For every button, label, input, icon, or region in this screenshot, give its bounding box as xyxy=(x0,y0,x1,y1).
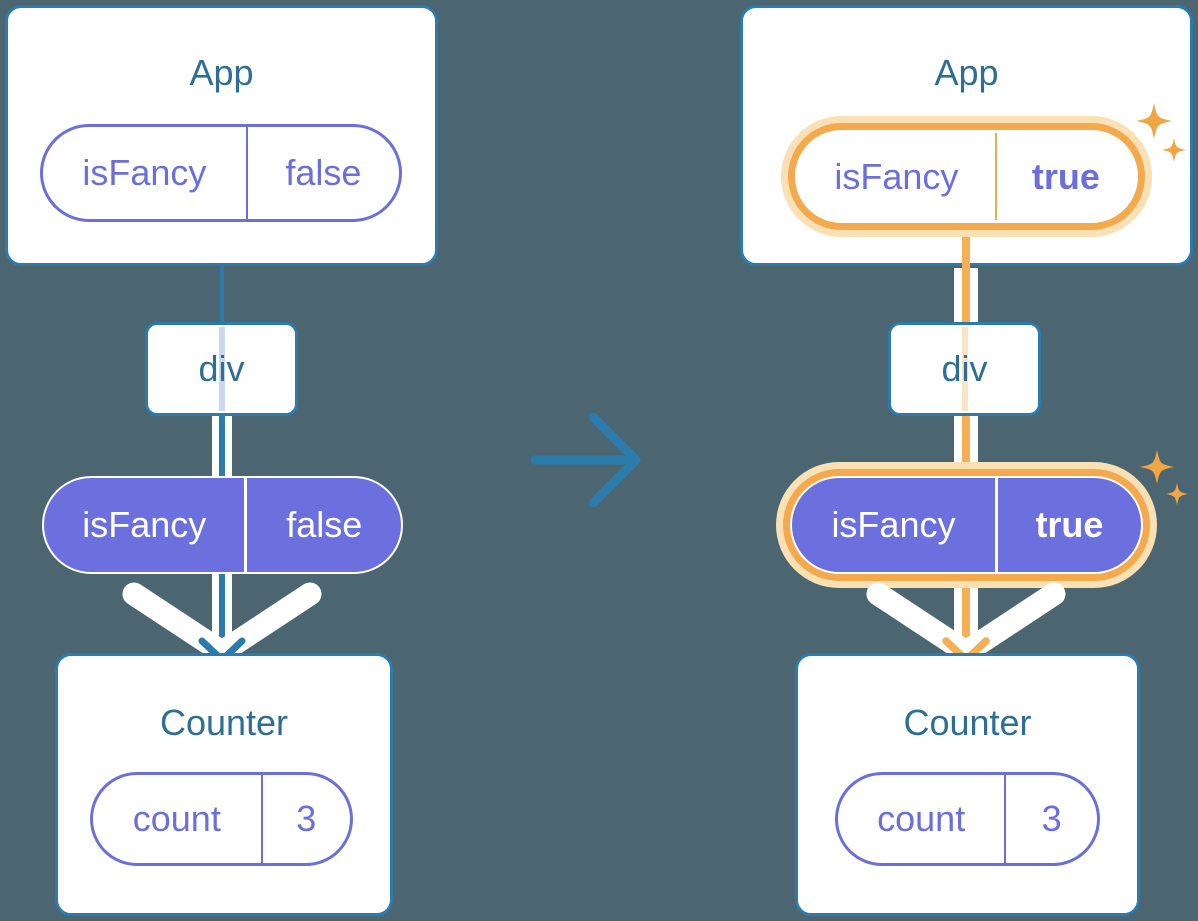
sparkle-icon xyxy=(1136,103,1186,162)
counter-title: Counter xyxy=(159,702,289,743)
prop-name: isFancy xyxy=(44,478,248,572)
double-line-connector xyxy=(225,570,232,642)
double-line-connector xyxy=(954,570,962,642)
state-value: 3 xyxy=(296,798,317,839)
connector-line xyxy=(219,416,225,480)
prop-name: isFancy xyxy=(792,478,998,572)
double-line-connector xyxy=(970,268,978,324)
div-box-before: div xyxy=(145,322,298,416)
double-line-connector xyxy=(212,570,219,642)
white-chevron-icon xyxy=(866,582,1066,664)
prop-value: true xyxy=(1031,155,1100,197)
double-line-connector xyxy=(212,416,219,480)
connector-line-highlighted xyxy=(962,416,970,480)
counter-title: Counter xyxy=(903,702,1032,743)
connector-line-highlighted xyxy=(962,570,970,650)
prop-value: false xyxy=(286,504,363,545)
div-label: div xyxy=(198,348,245,389)
app-title: App xyxy=(189,52,254,93)
connector-line-highlighted xyxy=(962,237,970,322)
state-value: 3 xyxy=(1041,798,1062,839)
sparkle-icon xyxy=(1140,450,1188,505)
counter-card-after: Counter count 3 xyxy=(795,653,1140,916)
div-label: div xyxy=(941,348,988,389)
state-pill: count 3 xyxy=(90,772,353,866)
double-line-connector xyxy=(225,416,232,480)
prop-value: false xyxy=(285,152,362,193)
prop-value: true xyxy=(1035,504,1104,545)
connector-line xyxy=(220,266,224,324)
state-pill: count 3 xyxy=(835,772,1100,866)
prop-pill-app: isFancy false xyxy=(40,124,402,222)
passed-prop-pill: isFancy false xyxy=(42,476,403,574)
prop-name: isFancy xyxy=(43,127,248,219)
state-name: count xyxy=(93,775,263,863)
pass-through-line xyxy=(961,327,968,411)
connector-line xyxy=(219,570,225,650)
prop-pill-app-highlighted: isFancy true xyxy=(795,130,1138,223)
pass-through-line xyxy=(218,327,225,411)
double-line-connector xyxy=(970,416,978,480)
prop-name: isFancy xyxy=(798,133,997,220)
white-chevron-icon xyxy=(122,582,322,664)
double-line-connector xyxy=(954,416,962,480)
counter-card-before: Counter count 3 xyxy=(55,653,393,916)
app-card-before: App isFancy false xyxy=(5,5,438,266)
right-arrow-icon xyxy=(530,412,641,508)
app-card-after: App isFancy true xyxy=(740,5,1193,266)
double-line-connector xyxy=(970,570,978,642)
div-box-after: div xyxy=(888,322,1041,416)
state-name: count xyxy=(838,775,1007,863)
passed-prop-pill-highlighted: isFancy true xyxy=(790,476,1143,574)
app-title: App xyxy=(934,52,999,93)
double-line-connector xyxy=(954,268,962,324)
